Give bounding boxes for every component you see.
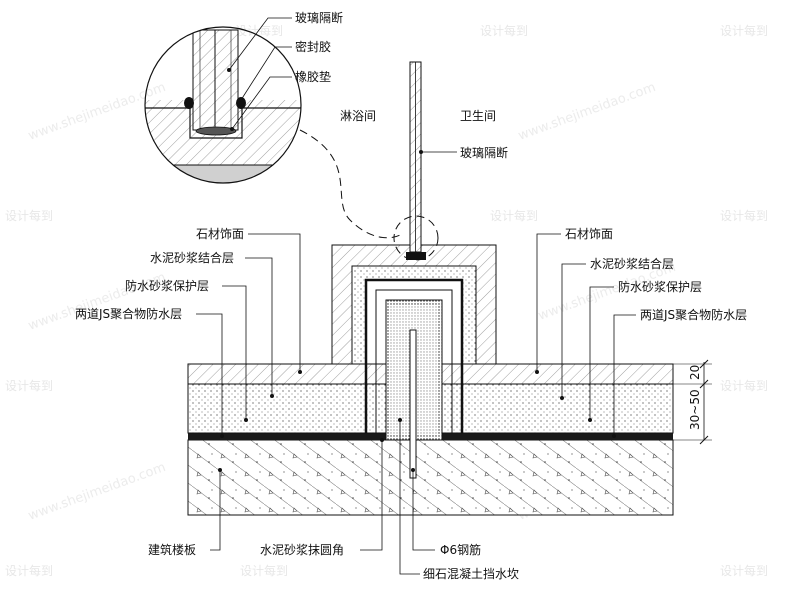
watermark-text: 设计每到 (5, 378, 53, 393)
watermark-text: 设计每到 (720, 563, 768, 578)
label-right-protect: 防水砂浆保护层 (618, 279, 702, 294)
label-rebar: Φ6钢筋 (440, 542, 481, 557)
curb-membrane (364, 278, 464, 433)
label-fillet: 水泥砂浆抹圆角 (260, 542, 344, 557)
watermark-text: 设计每到 (5, 208, 53, 223)
detail-sealant (184, 97, 194, 109)
label-left-stone: 石材饰面 (196, 227, 244, 241)
dimension-lines: 20 30~50 (673, 359, 712, 445)
room-label-shower: 淋浴间 (340, 109, 376, 123)
label-right-membrane: 两道JS聚合物防水层 (640, 307, 747, 322)
label-glass-partition: 玻璃隔断 (460, 145, 508, 160)
watermark-text: 设计每到 (720, 378, 768, 393)
label-left-membrane: 两道JS聚合物防水层 (75, 306, 182, 321)
detail-rubber-pad (195, 126, 237, 136)
watermark-text: www.shejimeidao.com (516, 80, 658, 144)
watermark-text: 设计每到 (240, 563, 288, 578)
detail-circle (144, 26, 302, 184)
floor-section (187, 61, 674, 516)
rebar (409, 329, 417, 479)
label-left-protect: 防水砂浆保护层 (125, 278, 209, 293)
detail-ref-circle (393, 215, 439, 261)
label-detail-rubber-pad: 橡胶垫 (295, 69, 331, 84)
glass-seat (406, 252, 426, 260)
label-detail-sealant: 密封胶 (295, 39, 331, 54)
left-layer-labels: 石材饰面 水泥砂浆结合层 防水砂浆保护层 两道JS聚合物防水层 (75, 227, 302, 438)
label-detail-glass: 玻璃隔断 (295, 10, 343, 25)
watermark-text: 设计每到 (490, 208, 538, 223)
dim-bottom: 30~50 (688, 389, 702, 430)
label-curb: 细石混凝土挡水坎 (423, 566, 519, 581)
watermark-text: 设计每到 (720, 208, 768, 223)
room-label-bathroom: 卫生间 (460, 109, 496, 123)
dim-top: 20 (688, 365, 702, 380)
building-slab (187, 439, 674, 516)
label-right-bond: 水泥砂浆结合层 (590, 256, 674, 271)
label-slab: 建筑楼板 (148, 542, 196, 557)
label-right-stone: 石材饰面 (565, 227, 613, 241)
label-left-bond: 水泥砂浆结合层 (150, 250, 234, 265)
watermark-text: 设计每到 (5, 563, 53, 578)
right-layer-labels: 石材饰面 水泥砂浆结合层 防水砂浆保护层 两道JS聚合物防水层 (535, 227, 747, 438)
bottom-labels: 建筑楼板 水泥砂浆抹圆角 Φ6钢筋 细石混凝土挡水坎 (148, 418, 519, 581)
watermark-text: 设计每到 (480, 23, 528, 38)
watermark-text: 设计每到 (720, 23, 768, 38)
detail-callout: 玻璃隔断 密封胶 橡胶垫 (144, 10, 439, 261)
watermark-text: www.shejimeidao.com (26, 460, 168, 524)
curb-protect-line (375, 289, 453, 433)
